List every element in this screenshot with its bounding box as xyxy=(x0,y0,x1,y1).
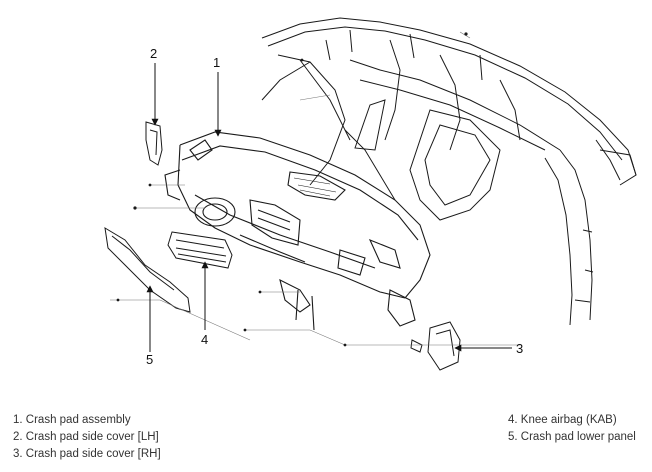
callout-4: 4 xyxy=(201,332,208,347)
callout-3: 3 xyxy=(516,341,523,356)
legend-right: 4. Knee airbag (KAB) 5. Crash pad lower … xyxy=(508,412,636,446)
fastener-guide-lines xyxy=(110,31,520,346)
legend-left: 1. Crash pad assembly 2. Crash pad side … xyxy=(13,412,161,463)
crash-pad-assembly xyxy=(164,131,431,331)
screw-markers xyxy=(116,32,468,347)
knee-airbag xyxy=(167,231,233,269)
callout-5: 5 xyxy=(146,352,153,367)
legend-item-2: 2. Crash pad side cover [LH] xyxy=(13,431,159,443)
callout-1: 1 xyxy=(213,55,220,70)
legend-item-4: 4. Knee airbag (KAB) xyxy=(508,414,617,426)
crash-pad-lower-panel xyxy=(104,227,191,313)
legend-item-5: 5. Crash pad lower panel xyxy=(508,431,636,443)
exploded-view-diagram: 1 2 3 4 5 xyxy=(104,17,637,371)
callout-2: 2 xyxy=(150,46,157,61)
legend-item-1: 1. Crash pad assembly xyxy=(13,414,131,426)
crash-pad-side-cover-rh xyxy=(410,321,461,371)
vehicle-body-frame xyxy=(261,17,637,326)
legend-item-3: 3. Crash pad side cover [RH] xyxy=(13,448,161,460)
callout-arrows xyxy=(146,63,512,352)
crash-pad-side-cover-lh xyxy=(145,121,163,166)
